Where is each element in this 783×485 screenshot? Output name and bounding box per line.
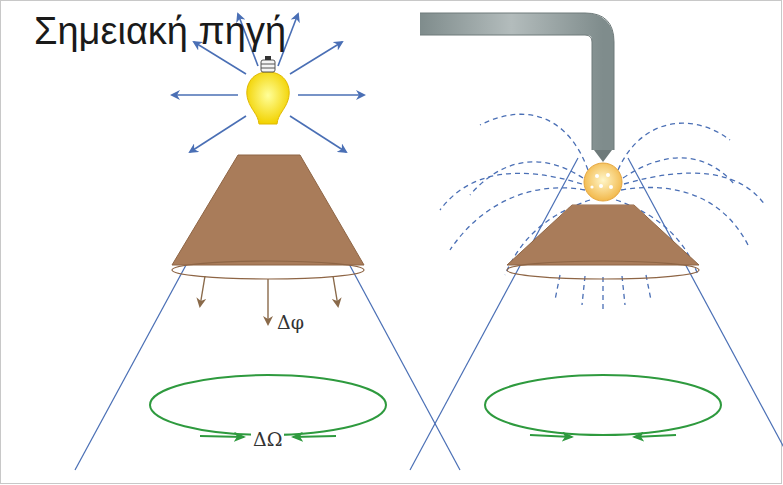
symbol-label: ΔΩ <box>251 428 284 450</box>
symbol-label: Δφ <box>275 311 306 333</box>
slide-title: Σημειακή πηγή <box>34 10 286 53</box>
